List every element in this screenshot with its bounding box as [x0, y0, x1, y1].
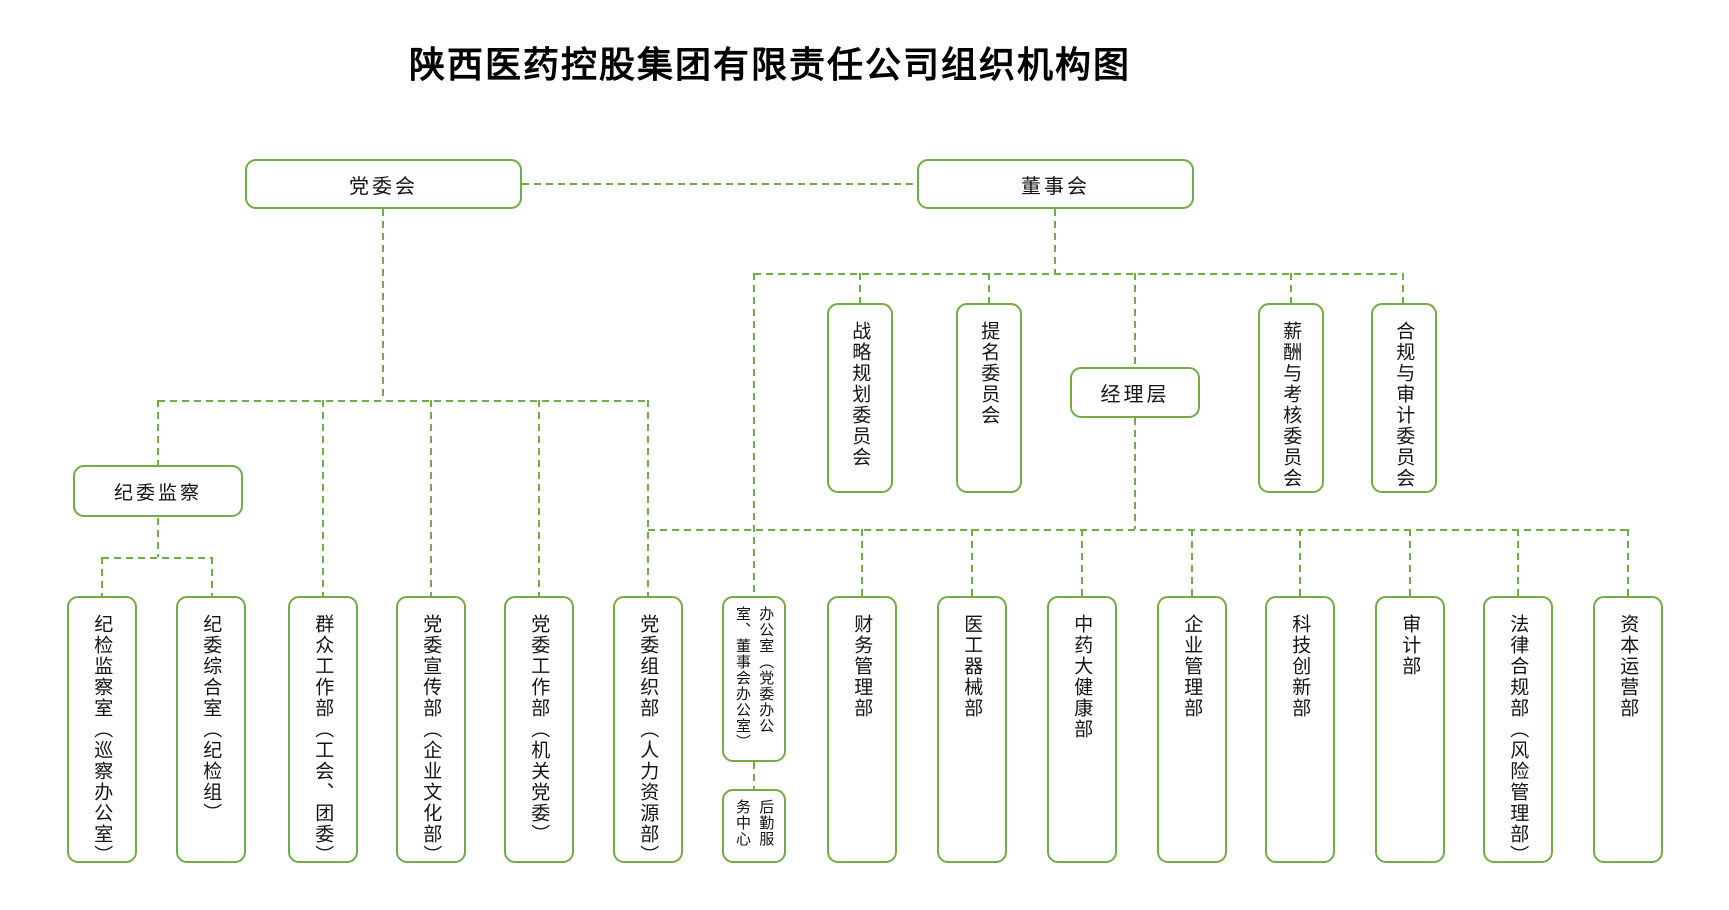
connector-drop-organization — [647, 400, 649, 596]
connector-management-drop — [1134, 418, 1136, 529]
connector-discipline-bus — [102, 557, 212, 559]
node-audit-dept: 审计部 — [1375, 596, 1445, 863]
connector-office-logistics — [753, 762, 755, 789]
connector-drop-management — [1134, 273, 1136, 367]
connector-board-drop — [1054, 209, 1056, 273]
connector-drop-tech-innovation — [1299, 529, 1301, 596]
node-party-work-dept: 党委工作部（机关党委） — [504, 596, 574, 863]
node-inspection-office: 纪检监察室（巡察办公室） — [67, 596, 137, 866]
connector-drop-publicity — [430, 400, 432, 596]
node-management-layer: 经理层 — [1070, 367, 1200, 418]
connector-drop-audit — [1409, 529, 1411, 596]
connector-drop-enterprise-mgmt — [1191, 529, 1193, 596]
node-enterprise-mgmt-dept: 企业管理部 — [1157, 596, 1227, 863]
node-strategy-committee: 战略规划委员会 — [827, 303, 893, 493]
connector-drop-tcm-health — [1081, 529, 1083, 596]
connector-drop-finance — [861, 529, 863, 596]
node-tech-innovation-dept: 科技创新部 — [1265, 596, 1335, 863]
connector-board-bus — [754, 273, 1404, 275]
connector-drop-strategy — [859, 273, 861, 303]
node-compensation-committee: 薪酬与考核委员会 — [1258, 303, 1324, 493]
connector-drop-discipline — [157, 400, 159, 465]
connector-party-board — [522, 183, 917, 185]
connector-drop-nomination — [988, 273, 990, 303]
node-discipline-supervision: 纪委监察 — [73, 465, 243, 517]
node-board: 董事会 — [917, 159, 1194, 209]
node-nomination-committee: 提名委员会 — [956, 303, 1022, 493]
connector-discipline-drop — [157, 518, 159, 557]
node-finance-dept: 财务管理部 — [827, 596, 897, 863]
node-mass-work-dept: 群众工作部（工会、团委） — [288, 596, 358, 866]
node-discipline-general-office: 纪委综合室（纪检组） — [176, 596, 246, 863]
node-general-office: 办公室（党委办公室、董事会办公室） — [722, 596, 786, 762]
connector-drop-office — [753, 273, 755, 596]
node-capital-operation-dept: 资本运营部 — [1593, 596, 1663, 863]
node-compliance-audit-committee: 合规与审计委员会 — [1371, 303, 1437, 493]
node-organization-dept: 党委组织部（人力资源部） — [613, 596, 683, 866]
connector-drop-general-office-jw — [211, 557, 213, 596]
connector-drop-medical-devices — [971, 529, 973, 596]
connector-drop-mass-work — [322, 400, 324, 596]
connector-drop-capital-operation — [1627, 529, 1629, 596]
connector-drop-inspection-office — [101, 557, 103, 596]
connector-drop-compliance-audit — [1402, 273, 1404, 303]
connector-drop-party-work — [538, 400, 540, 596]
node-party-committee: 党委会 — [245, 159, 522, 209]
node-legal-compliance-dept: 法律合规部（风险管理部） — [1483, 596, 1553, 866]
connector-drop-legal-compliance — [1517, 529, 1519, 596]
node-publicity-dept: 党委宣传部（企业文化部） — [396, 596, 466, 866]
connector-party-bus — [158, 400, 649, 402]
connector-management-bus — [648, 529, 1629, 531]
node-logistics-center: 后勤服务中心 — [722, 789, 786, 863]
connector-party-drop — [382, 209, 384, 400]
page-title: 陕西医药控股集团有限责任公司组织机构图 — [408, 45, 1131, 86]
node-tcm-health-dept: 中药大健康部 — [1047, 596, 1117, 863]
connector-drop-compensation — [1290, 273, 1292, 303]
node-medical-devices-dept: 医工器械部 — [937, 596, 1007, 863]
